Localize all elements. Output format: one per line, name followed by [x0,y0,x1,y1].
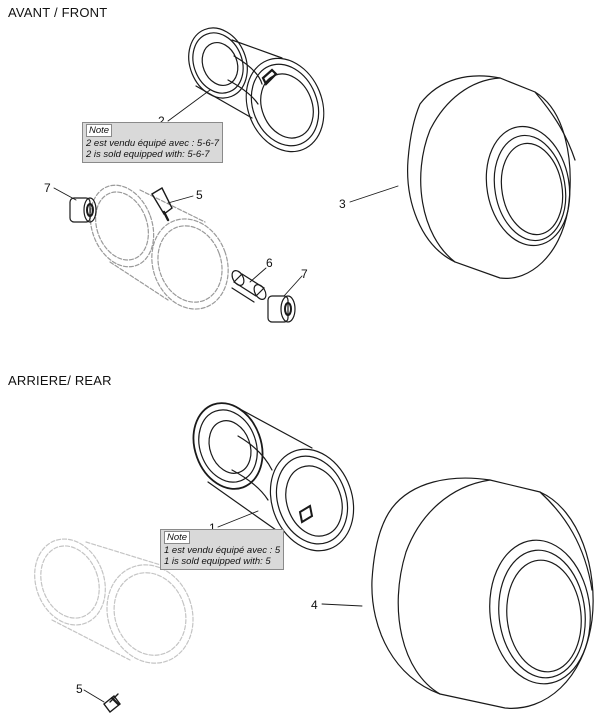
rear-note-english: 1 is sold equipped with: 5 [164,556,271,567]
rear-note: Note 1 est vendu équipé avec : 5 1 is so… [160,529,285,570]
front-valve [151,187,173,222]
front-note: Note 2 est vendu équipé avec : 5-6-7 2 i… [82,122,224,163]
callout-spacer: 6 [266,256,273,270]
front-note-french: 2 est vendu équipé avec : 5-6-7 [86,138,220,149]
callout-bearing-left: 7 [44,181,51,195]
rear-rim [192,402,355,552]
callout-front-tire: 3 [339,197,346,211]
rear-tire [371,477,594,709]
rear-note-heading: Note [164,531,191,544]
bearing-left [69,197,97,223]
rear-note-french: 1 est vendu équipé avec : 5 [164,545,281,556]
spacer [231,270,267,303]
rear-section-title: ARRIERE/ REAR [8,373,112,388]
front-rim [188,27,325,153]
callout-front-valve: 5 [196,188,203,202]
rear-valve [103,693,121,713]
callout-rear-rim: 1 [209,521,216,535]
callout-front-rim: 2 [158,114,165,128]
bearing-right [267,295,296,323]
front-tire [407,75,576,279]
callout-rear-valve: 5 [76,682,83,696]
leader-lines [53,89,399,703]
front-note-heading: Note [86,124,113,137]
front-note-english: 2 is sold equipped with: 5-6-7 [86,149,210,160]
callout-rear-tire: 4 [311,598,318,612]
front-rim-ghost [89,184,229,310]
front-section-title: AVANT / FRONT [8,5,108,20]
callout-bearing-right: 7 [301,267,308,281]
rear-rim-ghost [34,538,194,664]
